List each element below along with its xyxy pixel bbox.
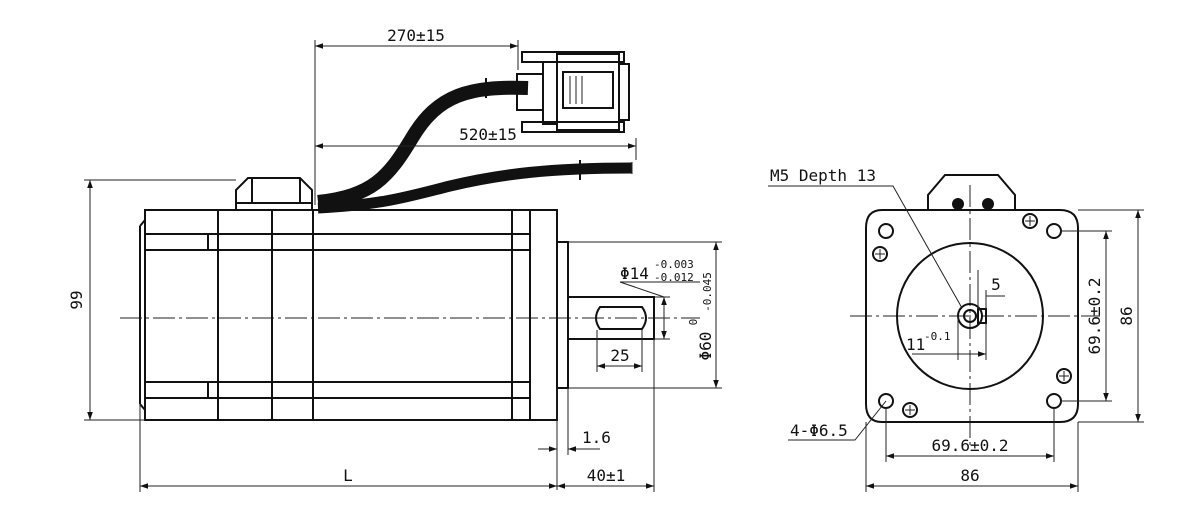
dim-hole-spacing-v: 69.6±0.2 [1085, 277, 1104, 354]
label-tapped-hole: M5 Depth 13 [770, 166, 876, 185]
dim-shaft-diameter: Φ14 [620, 264, 649, 283]
shaft [556, 241, 655, 389]
dim-shaft-tol-upper: -0.003 [654, 258, 694, 271]
dim-flange-thickness: 1.6 [582, 428, 611, 447]
dim-shaft-length: 40±1 [587, 466, 626, 485]
cables [317, 78, 633, 214]
dim-hole-spacing-h: 69.6±0.2 [931, 436, 1008, 455]
dim-pilot-diameter: Φ60 [696, 332, 715, 361]
label-mount-holes: 4-Φ6.5 [790, 421, 848, 440]
dim-shaft-tol-lower: -0.012 [654, 271, 694, 284]
front-view: M5 Depth 13 5 11 -0.1 69.6±0.2 86 69.6±0… [768, 166, 1144, 492]
dim-key-height: 11 [906, 335, 925, 354]
dim-key-width: 5 [991, 275, 1001, 294]
db-connector [516, 51, 630, 133]
dim-flange-size-v: 86 [1117, 306, 1136, 325]
dim-key-length: 25 [610, 346, 629, 365]
motor-body [139, 209, 558, 421]
dim-270: 270±15 [387, 26, 445, 45]
dim-pilot-tol-upper: 0 [687, 319, 700, 326]
screws [872, 213, 1072, 418]
dim-pilot-tol-lower: -0.045 [701, 272, 714, 312]
dim-flange-size-h: 86 [960, 466, 979, 485]
dim-key-height-tol: -0.1 [924, 330, 951, 343]
dim-520: 520±15 [459, 125, 517, 144]
side-view: 270±15 520±15 99 Φ14 -0.003 -0.012 Φ60 0… [67, 26, 722, 492]
dim-99: 99 [67, 290, 86, 309]
cable-gland [235, 177, 313, 210]
dim-motor-length: L [343, 466, 353, 485]
